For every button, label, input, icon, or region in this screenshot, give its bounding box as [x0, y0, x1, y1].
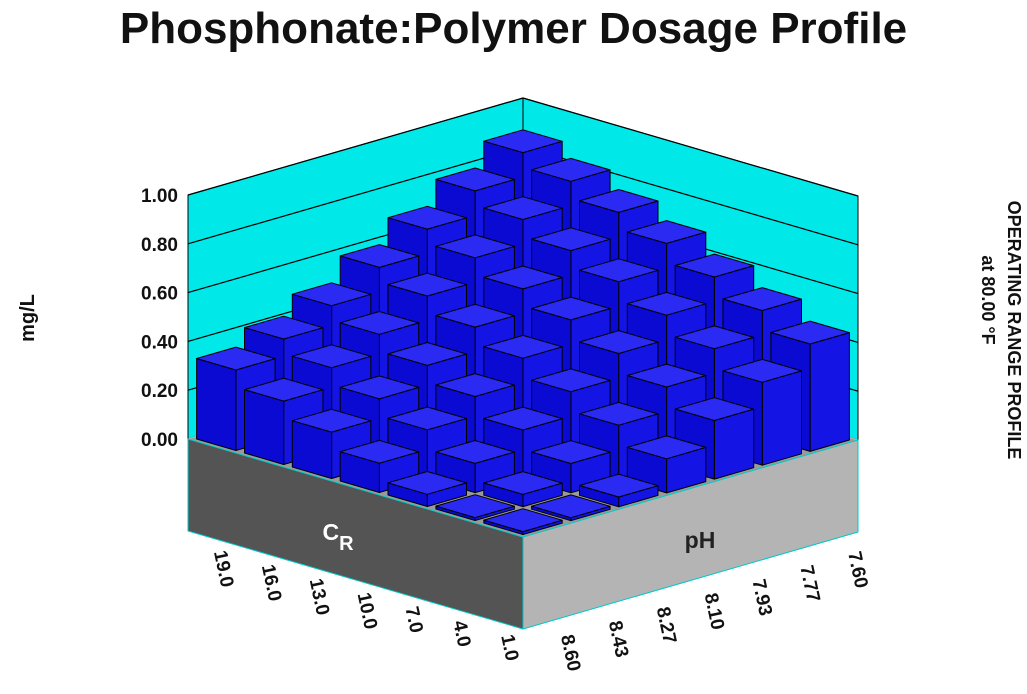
z-tick-label: 0.20	[141, 381, 178, 402]
bar-face-top	[291, 408, 372, 433]
bar-face-top	[435, 234, 515, 259]
base-face-ph	[522, 439, 859, 630]
cr-tick-label: 13.0	[305, 577, 333, 618]
bar-face-top	[483, 406, 563, 431]
bar-face-top	[483, 129, 563, 154]
cr-tick-label: 7.0	[401, 605, 427, 635]
bar-face-top	[531, 368, 611, 393]
ph-tick-label: 8.10	[700, 591, 728, 632]
bar-face-top	[435, 494, 515, 519]
axis-labels: 0.00 0.20 0.40 0.60 0.80 1.00 mg/L OPERATING RA…	[17, 186, 1024, 673]
cr-tick-label: 1.0	[496, 633, 522, 663]
cr-axis-subscript: R	[339, 533, 354, 555]
z-tick-label: 1.00	[141, 186, 178, 207]
bar-face-top	[722, 287, 802, 311]
gridline-left-wall	[187, 146, 524, 245]
bar-face-top	[435, 373, 515, 397]
bar-face-front	[809, 332, 850, 452]
bar-face-side	[196, 358, 237, 451]
bar-face-top	[339, 375, 420, 400]
bar-face-top	[387, 272, 467, 297]
bar-face-top	[674, 253, 755, 278]
bars-group	[196, 129, 850, 535]
bar	[483, 471, 563, 508]
z-axis-title: mg/L	[17, 294, 39, 342]
bar-face-top	[387, 342, 467, 366]
bar-face-top	[674, 325, 755, 350]
z-tick-label: 0.00	[141, 430, 178, 451]
bar-face-top	[531, 157, 611, 182]
bar-face-top	[626, 363, 707, 388]
bar-face-top	[244, 315, 324, 340]
bar-face-side	[244, 389, 285, 465]
bar-face-front	[761, 370, 802, 466]
bar-face-top	[531, 440, 611, 464]
ph-tick-label: 8.43	[604, 619, 632, 660]
bar-face-top	[387, 205, 467, 230]
z-tick-label: 0.60	[141, 284, 178, 305]
bar	[387, 471, 467, 507]
ph-axis-title: pH	[685, 527, 716, 553]
cr-tick-label: 4.0	[448, 619, 474, 649]
bar-face-top	[531, 296, 611, 321]
bar-face-top	[435, 303, 515, 328]
ph-tick-label: 7.60	[843, 550, 871, 591]
bar-face-top	[435, 167, 515, 192]
bar-face-top	[483, 471, 563, 495]
bar-face-front	[713, 408, 755, 480]
ph-tick-label: 7.77	[795, 563, 823, 604]
ph-tick-label: 8.27	[652, 605, 680, 646]
z-tick-label: 0.80	[141, 235, 178, 256]
cr-tick-label: 10.0	[353, 591, 381, 632]
bar-face-top	[770, 320, 850, 345]
gridline-right-wall	[522, 97, 859, 197]
bar-face-top	[483, 508, 563, 533]
ph-tick-label: 7.93	[748, 577, 776, 618]
bar-face-top	[722, 358, 802, 383]
cr-tick-label: 16.0	[257, 563, 285, 604]
side-label-line-2: at 80.00 °F	[978, 255, 998, 344]
bar-face-top	[387, 471, 467, 495]
bar-face-top	[339, 439, 420, 464]
side-label-line-1: OPERATING RANGE PROFILE	[1004, 201, 1024, 460]
bar-face-top	[291, 282, 372, 307]
bar	[531, 494, 611, 522]
bar-face-top	[291, 344, 372, 369]
bar-face-top	[387, 406, 467, 431]
bar-face-top	[674, 397, 755, 421]
bar-face-top	[531, 494, 611, 519]
bar-face-top	[626, 291, 707, 316]
bar-face-top	[579, 258, 659, 283]
bar-face-top	[531, 227, 611, 252]
bar-face-top	[339, 311, 420, 335]
bar-face-top	[483, 334, 563, 359]
ph-tick-label: 8.60	[556, 633, 584, 674]
bar-face-top	[579, 473, 659, 498]
z-tick-label: 0.40	[141, 332, 178, 353]
bar-face-top	[579, 401, 659, 426]
bar-face-top	[483, 196, 563, 220]
bar	[579, 473, 659, 508]
gridline-left-wall	[187, 97, 524, 196]
bar-face-top	[626, 220, 707, 244]
bar-face-top	[435, 440, 515, 464]
bar-face-top	[579, 330, 659, 354]
bar-face-top	[579, 189, 659, 213]
chart-title: Phosphonate:Polymer Dosage Profile	[119, 4, 908, 53]
bar	[435, 494, 515, 521]
bar-face-top	[626, 435, 707, 460]
bar-face-top	[483, 265, 563, 290]
bar	[483, 508, 563, 535]
cr-tick-label: 19.0	[209, 549, 237, 590]
bar-face-top	[244, 377, 324, 402]
bar-face-top	[196, 346, 276, 371]
bar-face-top	[339, 244, 420, 268]
